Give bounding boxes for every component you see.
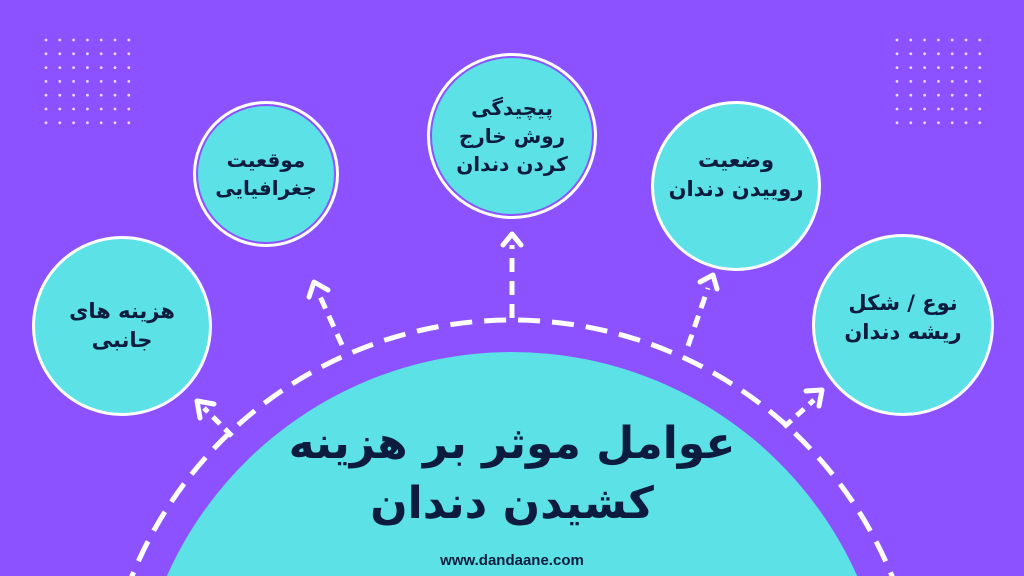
factor-label-line: کردن دندان [456,152,568,176]
factor-label-line: نوع / شکل [848,290,958,315]
factor-label-line: پیچیدگی [471,96,553,120]
diagram-title: عوامل موثر بر هزینه کشیدن دندان [262,414,762,534]
factor-label-line: جانبی [91,328,153,352]
central-hub-circle [166,352,858,576]
arrow-to-root-shape-icon [782,387,825,429]
factor-label-line: جغرافیایی [215,176,317,200]
factor-node-extraction-complexity: پیچیدگی روش خارج کردن دندان [430,56,594,216]
connector-arrows [194,231,825,438]
arrow-to-side-costs-icon [194,398,234,438]
title-line-2: کشیدن دندان [370,478,654,529]
website-url: www.dandaane.com [440,552,584,569]
arrow-to-geographic-location-icon [306,279,345,347]
factor-label-line: روش خارج [458,124,566,148]
factor-label-line: ریشه دندان [844,320,962,344]
factor-node-root-shape: نوع / شکل ریشه دندان [812,234,994,416]
factor-label-line: موقعیت [226,148,306,172]
arrow-to-growth-status-icon [685,272,720,347]
dot-grid-right-decoration [895,38,982,125]
arrow-to-extraction-complexity-icon [500,231,524,318]
dot-grid-left-decoration [44,38,131,125]
factor-label-line: وضعیت [698,148,775,172]
factor-node-growth-status: وضعیت روییدن دندان [651,101,821,271]
factor-label-line: روییدن دندان [668,177,804,202]
factor-node-geographic-location: موقعیت جغرافیایی [196,104,336,244]
title-line-1: عوامل موثر بر هزینه [288,418,736,469]
factor-label-line: هزینه های [69,298,175,323]
factor-node-side-costs: هزینه های جانبی [32,236,212,416]
